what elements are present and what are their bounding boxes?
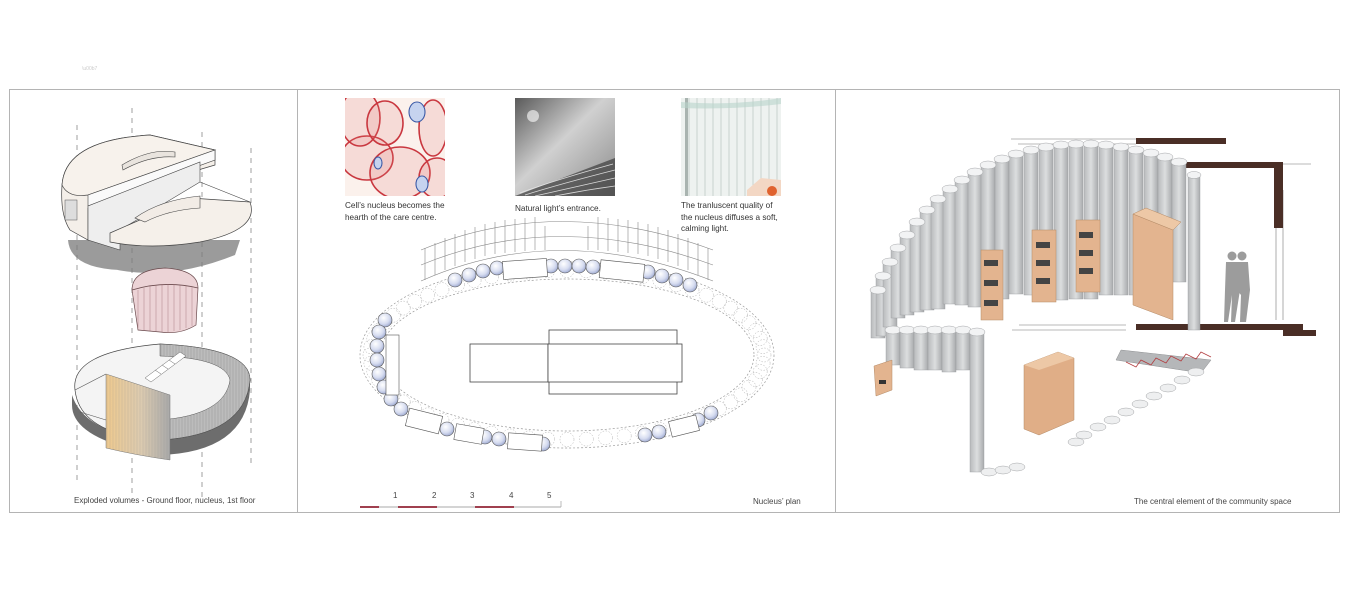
mood-image-cells [345, 98, 445, 196]
central-tables [469, 329, 683, 395]
bookshelves [980, 207, 1182, 321]
curtain-photo [681, 98, 781, 196]
scale-tick-5: 5 [547, 491, 552, 500]
panel-nucleus-plan: Cell’s nucleus becomes the hearth of the… [298, 90, 836, 512]
scale-tick-4: 4 [509, 491, 514, 500]
caption-nucleus-plan: Nucleus’ plan [753, 497, 801, 506]
mood-image-curtain [681, 98, 781, 196]
mood-caption-line: hearth of the care centre. [345, 212, 437, 222]
mood-image-natural-light [515, 98, 615, 196]
mood-caption-light: Natural light’s entrance. [515, 203, 645, 215]
nucleus-volume [131, 267, 199, 334]
panel-community-space: The central element of the community spa… [836, 90, 1339, 512]
scale-bar [360, 501, 562, 508]
mood-caption-curtain: The tranluscent quality of the nucleus d… [681, 200, 811, 235]
panel-exploded-volumes: Exploded volumes - Ground floor, nucleus… [10, 90, 298, 512]
mood-caption-line: the nucleus diffuses a soft, [681, 212, 778, 222]
mood-caption-line: calming light. [681, 224, 729, 233]
glass-column-set [369, 258, 719, 452]
natural-light-photo [515, 98, 615, 196]
disc-row [980, 367, 1205, 477]
scale-tick-3: 3 [470, 491, 475, 500]
exploded-axonometric-drawing [61, 108, 252, 500]
mood-caption-cells: Cell’s nucleus becomes the hearth of the… [345, 200, 475, 223]
mood-caption-line: Natural light’s entrance. [515, 204, 601, 213]
nucleus-plan-drawing [359, 217, 775, 508]
mood-caption-line: Cell’s nucleus becomes the [345, 201, 445, 210]
caption-exploded-volumes: Exploded volumes - Ground floor, nucleus… [74, 496, 256, 505]
people-silhouettes [1224, 251, 1250, 322]
stray-mark: \u00b7 [82, 66, 98, 72]
cells-illustration [345, 98, 445, 196]
drawing-sheet: Exploded volumes - Ground floor, nucleus… [9, 89, 1340, 513]
community-space-axonometric [869, 138, 1316, 477]
mood-caption-line: The tranluscent quality of [681, 201, 773, 210]
scale-tick-1: 1 [393, 491, 398, 500]
caption-community-space: The central element of the community spa… [1134, 497, 1292, 506]
scale-tick-2: 2 [432, 491, 437, 500]
